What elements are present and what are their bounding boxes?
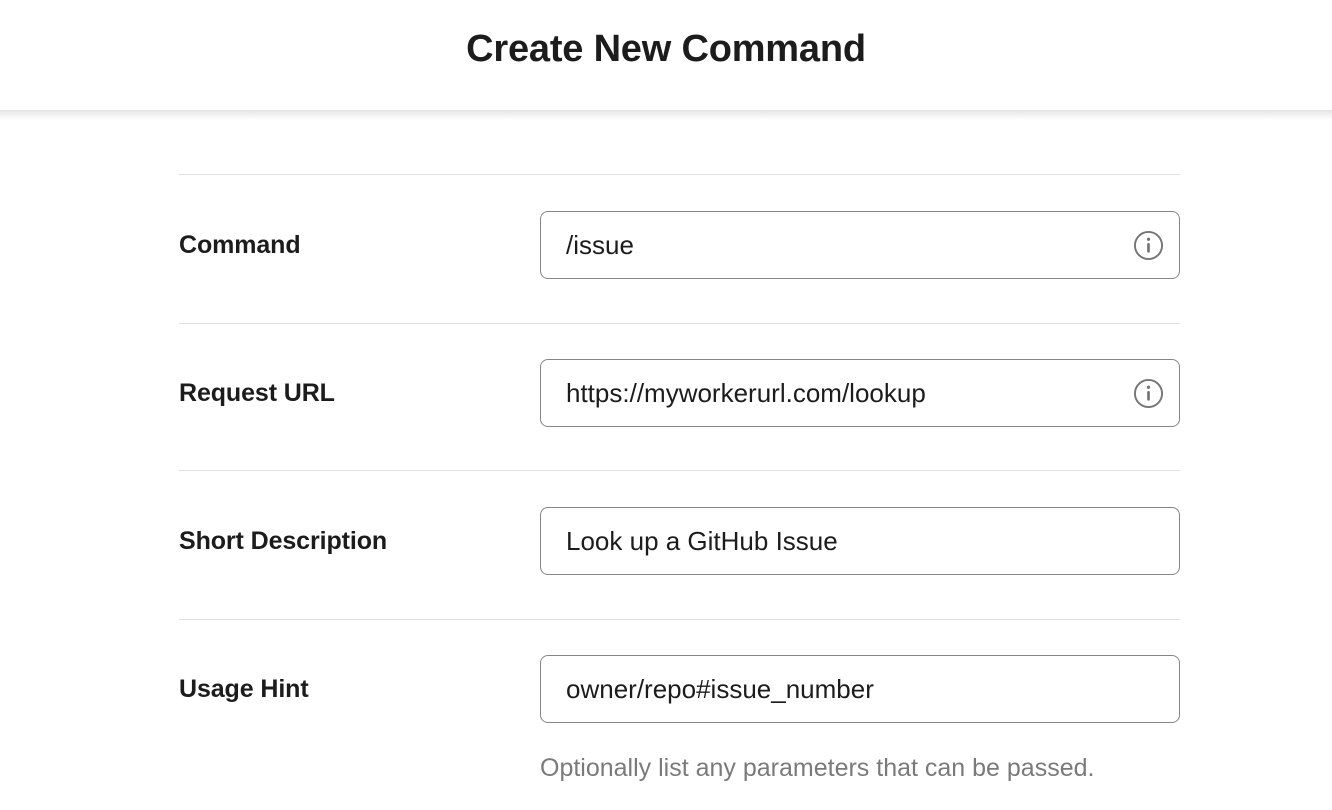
info-icon[interactable] <box>1133 230 1164 261</box>
usage-hint-input[interactable]: owner/repo#issue_number <box>540 655 1180 723</box>
divider <box>179 470 1180 471</box>
divider <box>179 174 1180 175</box>
short-description-input[interactable]: Look up a GitHub Issue <box>540 507 1180 575</box>
field-label-command: Command <box>179 231 301 259</box>
page-header: Create New Command <box>0 0 1332 110</box>
field-label-request-url: Request URL <box>179 379 335 407</box>
usage-hint-helper-text: Optionally list any parameters that can … <box>540 754 1095 782</box>
field-label-usage-hint: Usage Hint <box>179 675 309 703</box>
page-title: Create New Command <box>466 27 866 70</box>
request-url-input[interactable]: https://myworkerurl.com/lookup <box>540 359 1180 427</box>
command-input[interactable]: /issue <box>540 211 1180 279</box>
divider <box>179 323 1180 324</box>
info-icon[interactable] <box>1133 378 1164 409</box>
usage-hint-input-value[interactable]: owner/repo#issue_number <box>566 674 874 704</box>
short-description-input-value[interactable]: Look up a GitHub Issue <box>566 526 838 556</box>
create-command-form: Command /issue Request URL https://mywor… <box>0 110 1332 810</box>
request-url-input-value[interactable]: https://myworkerurl.com/lookup <box>566 378 926 408</box>
field-label-short-description: Short Description <box>179 527 388 555</box>
divider <box>179 619 1180 620</box>
command-input-value[interactable]: /issue <box>566 230 634 260</box>
